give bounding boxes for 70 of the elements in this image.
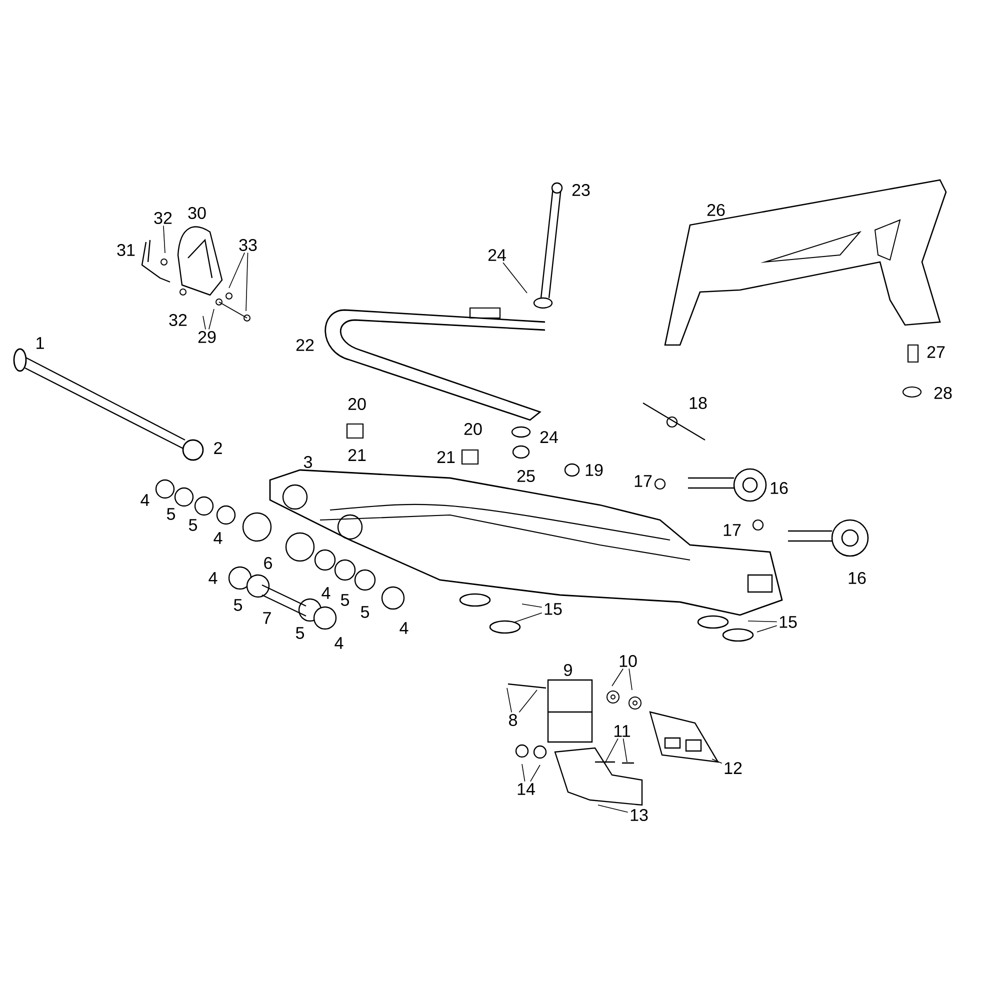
leader-line [530,764,540,782]
callout-number: 32 [154,212,172,224]
callout-number: 5 [166,508,175,520]
callout-number: 20 [348,398,366,410]
callout-number: 11 [614,725,630,737]
callout-number: 17 [634,475,652,487]
callout-number: 15 [544,603,562,615]
callout-number: 4 [214,532,222,544]
callout-number: 6 [264,556,272,570]
callout-number: 16 [848,572,866,584]
callout-number: 13 [630,809,648,822]
leader-line [202,316,206,330]
callout-number: 21 [348,449,366,461]
leader-line [598,804,628,813]
leader-line [522,604,542,608]
callout-number: 29 [198,330,216,344]
callout-number: 4 [208,572,218,584]
leader-line [712,758,722,764]
callout-number: 19 [586,464,603,476]
leader-line [628,668,632,690]
callout-number: 30 [188,206,206,220]
callout-number: 15 [780,616,797,628]
leader-line [622,738,628,762]
callout-number: 4 [334,637,344,649]
callout-number: 26 [707,204,725,216]
leader-line [208,308,214,330]
leader-line [748,620,778,622]
callout-number: 8 [509,714,517,726]
callout-number: 28 [934,386,952,400]
callout-number: 4 [140,494,150,506]
callout-number: 24 [488,249,506,261]
leader-line [506,688,512,713]
leader-line [246,252,248,312]
callout-number: 33 [239,238,257,252]
callout-number: 7 [263,612,271,624]
leader-line [604,738,618,764]
leader-line [163,225,166,254]
callout-number: 14 [518,783,535,795]
callout-number: 31 [117,244,135,256]
leader-line [228,252,245,288]
callout-number: 5 [296,627,304,639]
callout-number: 22 [296,339,314,351]
callout-number: 32 [169,314,187,326]
callout-number: 20 [464,422,482,436]
callout-number: 2 [214,442,222,454]
leader-line [518,690,538,713]
leader-line [612,668,624,686]
callout-number: 24 [540,431,558,443]
callout-number: 1 [36,337,44,349]
callout-number: 9 [564,664,572,676]
callout-number: 16 [770,482,788,494]
leader-line [502,262,528,294]
callout-number: 4 [400,622,408,634]
leader-line [522,764,526,782]
callout-number: 5 [234,599,242,611]
callout-number: 25 [517,470,535,482]
callout-number: 10 [620,654,637,668]
callout-number: 23 [572,184,590,196]
callout-number: 5 [188,519,197,531]
leader-line [514,612,542,622]
callout-number: 4 [322,587,330,599]
callout-number: 5 [360,606,370,618]
callout-number: 12 [724,762,742,774]
callout-number: 18 [690,396,707,410]
callout-number: 27 [927,346,945,358]
leader-line [756,625,778,632]
callout-number: 21 [437,451,455,463]
callout-number: 5 [340,594,350,606]
callout-number: 17 [724,524,741,536]
callout-number: 3 [304,456,312,468]
